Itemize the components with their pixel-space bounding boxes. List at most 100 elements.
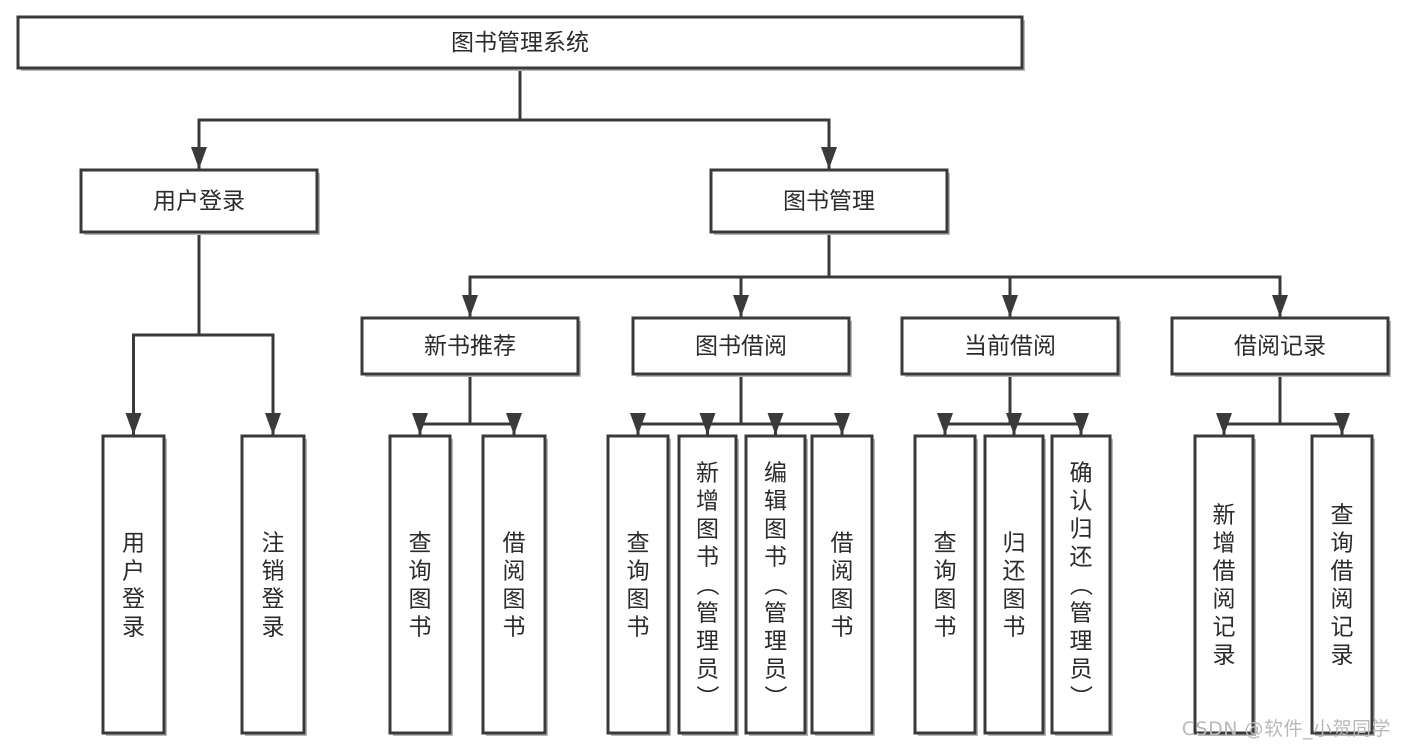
- node-label-char: ）: [762, 685, 788, 708]
- node-label-char: 用: [122, 531, 145, 557]
- node-user-login[interactable]: 用户登录: [79, 168, 320, 235]
- node-label-char: 记: [1213, 615, 1236, 641]
- node-box[interactable]: [360, 316, 580, 376]
- node-box[interactable]: [240, 434, 306, 735]
- node-label-char: 查: [934, 531, 957, 557]
- node-label-char: 录: [1213, 643, 1236, 669]
- arrow-head-icon: [767, 413, 784, 435]
- node-book-manage[interactable]: 图书管理: [709, 168, 950, 235]
- node-label-char: 理: [764, 629, 787, 655]
- node-box[interactable]: [709, 168, 949, 234]
- node-label-char: 还: [1070, 545, 1093, 571]
- node-box[interactable]: [1170, 316, 1390, 376]
- node-label-char: 书: [764, 545, 787, 571]
- node-box[interactable]: [744, 434, 807, 735]
- node-leaf-user-login[interactable]: 用户登录: [101, 434, 167, 736]
- node-label-char: 注: [262, 531, 285, 557]
- node-label-char: 书: [934, 615, 957, 641]
- node-box[interactable]: [606, 434, 670, 735]
- node-box[interactable]: [101, 434, 166, 735]
- node-label-char: 编: [764, 461, 787, 487]
- arrow-head-icon: [125, 413, 142, 435]
- node-borrow-record[interactable]: 借阅记录: [1170, 316, 1391, 377]
- node-label-char: 询: [934, 559, 957, 585]
- node-box[interactable]: [1050, 434, 1112, 735]
- node-label-char: ）: [694, 685, 720, 708]
- arrow-head-icon: [462, 295, 478, 317]
- node-label-char: 图: [409, 587, 432, 613]
- node-box[interactable]: [481, 434, 547, 735]
- node-label: 当前借阅: [964, 334, 1056, 360]
- node-box[interactable]: [1193, 434, 1255, 735]
- node-label-char: 归: [1070, 517, 1093, 543]
- node-box[interactable]: [16, 15, 1024, 70]
- node-root[interactable]: 图书管理系统: [16, 15, 1025, 71]
- arrow-head-icon: [506, 413, 522, 435]
- node-label-char: 书: [1003, 615, 1026, 641]
- node-label-char: 登: [122, 587, 145, 613]
- node-label-char: 图: [503, 587, 526, 613]
- node-label-char: 书: [696, 545, 719, 571]
- node-box[interactable]: [388, 434, 452, 735]
- node-label: 新书推荐: [424, 334, 516, 360]
- node-label-char: 借: [503, 531, 526, 557]
- node-label-char: 询: [1331, 531, 1354, 557]
- node-label-char: 阅: [831, 559, 854, 585]
- node-label-char: （: [762, 573, 788, 596]
- arrow-head-icon: [733, 295, 749, 317]
- node-label-char: 图: [764, 517, 787, 543]
- arrow-head-icon: [265, 413, 281, 435]
- node-label-char: 员: [1070, 657, 1093, 683]
- node-label-char: 销: [262, 559, 285, 585]
- arrow-head-icon: [630, 413, 646, 435]
- node-box[interactable]: [913, 434, 977, 735]
- node-box[interactable]: [677, 434, 738, 735]
- node-label-char: 管: [764, 601, 787, 627]
- node-label: 图书管理系统: [451, 30, 589, 56]
- node-label-char: 借: [1213, 559, 1236, 585]
- node-label-char: 书: [503, 615, 526, 641]
- node-label-char: 认: [1070, 489, 1093, 515]
- node-label: 用户登录: [153, 189, 245, 215]
- node-new-book-rec[interactable]: 新书推荐: [360, 316, 581, 377]
- arrow-head-icon: [1334, 413, 1350, 435]
- node-label-char: 录: [262, 615, 285, 641]
- node-box[interactable]: [900, 316, 1120, 376]
- connector-layer: [125, 66, 1350, 437]
- node-box[interactable]: [79, 168, 319, 234]
- node-label-char: 书: [831, 615, 854, 641]
- arrow-head-icon: [191, 147, 207, 169]
- node-current-borrow[interactable]: 当前借阅: [900, 316, 1121, 377]
- node-label-char: 录: [1331, 643, 1354, 669]
- node-label-char: 理: [696, 629, 719, 655]
- node-box[interactable]: [1310, 434, 1374, 735]
- node-label-char: 查: [1331, 503, 1354, 529]
- node-label-char: 图: [696, 517, 719, 543]
- node-label-char: 查: [627, 531, 650, 557]
- node-box[interactable]: [983, 434, 1045, 735]
- node-box[interactable]: [810, 434, 874, 735]
- node-label-char: 查: [409, 531, 432, 557]
- arrow-head-icon: [699, 413, 716, 435]
- node-label-char: 记: [1331, 615, 1354, 641]
- node-label-char: ）: [1067, 685, 1093, 708]
- node-book-borrow[interactable]: 图书借阅: [631, 316, 852, 377]
- node-label-char: 书: [627, 615, 650, 641]
- node-box[interactable]: [631, 316, 851, 376]
- node-layer: 图书管理系统用户登录图书管理新书推荐图书借阅当前借阅借阅记录用户登录注销登录查询…: [16, 15, 1391, 736]
- arrow-head-icon: [834, 413, 850, 435]
- node-label-char: 借: [831, 531, 854, 557]
